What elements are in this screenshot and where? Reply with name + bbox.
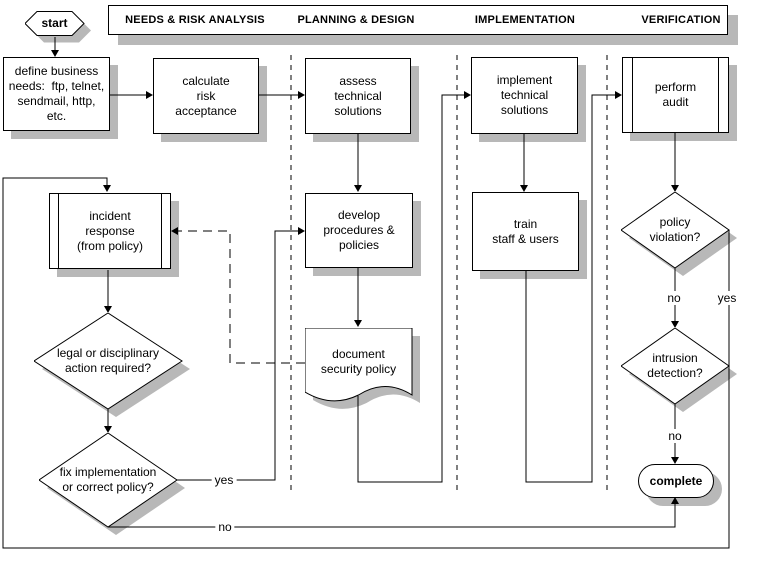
node-text-line: incident — [89, 208, 131, 223]
predefined-process-bar — [632, 58, 633, 132]
node-text-line: legal or disciplinary — [56, 346, 160, 360]
start-label: start — [41, 16, 68, 30]
phase-header-bar: NEEDS & RISK ANALYSIS PLANNING & DESIGN … — [108, 5, 728, 35]
node-start: start — [25, 11, 92, 44]
node-text-line: define business — [14, 64, 99, 78]
edge-label-policy-violation-no: no — [664, 291, 684, 305]
node-text-line: (from policy) — [76, 238, 143, 253]
start-hexagon-shape — [25, 11, 91, 43]
complete-label: complete — [649, 474, 703, 488]
node-text-line: etc. — [46, 109, 67, 123]
node-text-line: or correct policy? — [62, 480, 154, 494]
node-text-line: acceptance — [175, 103, 237, 118]
node-text-line: technical — [500, 88, 549, 102]
node-text-line: security policy — [320, 361, 397, 376]
node-define-business-needs: define business needs: ftp, telnet, send… — [3, 57, 110, 131]
node-text-line: response — [85, 223, 135, 238]
document-text: document security policy — [305, 328, 412, 395]
node-document-security-policy: document security policy — [305, 328, 421, 413]
node-perform-audit: perform audit — [622, 57, 729, 133]
node-text-line: staff & users — [492, 231, 559, 246]
node-text-line: policy — [659, 215, 691, 229]
decision-text: legal or disciplinary action required? — [34, 313, 182, 409]
predefined-process-bar — [718, 58, 719, 132]
node-fix-implementation-decision: fix implementation or correct policy? — [39, 433, 186, 536]
node-assess-technical-solutions: assess technical solutions — [305, 58, 411, 134]
edge-label-fix-no: no — [215, 520, 235, 534]
node-text-line: document — [332, 346, 385, 361]
node-intrusion-detection-decision: intrusion detection? — [621, 328, 738, 413]
decision-text: policy violation? — [621, 192, 729, 268]
node-implement-technical-solutions: implement technical solutions — [471, 57, 578, 134]
node-text-line: fix implementation — [59, 465, 157, 479]
phase-title-implementation: IMPLEMENTATION — [474, 14, 576, 26]
node-text-line: detection? — [647, 366, 703, 380]
node-develop-procedures-policies: develop procedures & policies — [305, 193, 413, 268]
node-text-line: procedures & — [323, 223, 395, 237]
node-text-line: sendmail, http, — [17, 94, 96, 108]
node-text-line: violation? — [649, 230, 701, 244]
node-policy-violation-decision: policy violation? — [621, 192, 738, 277]
decision-text: fix implementation or correct policy? — [39, 433, 177, 527]
predefined-process-bar — [58, 194, 59, 268]
edge-label-policy-violation-yes: yes — [714, 291, 740, 305]
policy-feedback-dashed-link — [178, 230, 305, 364]
node-incident-response: incident response (from policy) — [49, 193, 171, 269]
node-text-line: assess — [339, 73, 377, 88]
edge-label-fix-yes: yes — [211, 473, 237, 487]
node-text-line: perform — [654, 80, 697, 94]
phase-title-verification: VERIFICATION — [641, 14, 721, 26]
node-text-line: solutions — [500, 103, 549, 117]
node-calculate-risk-acceptance: calculate risk acceptance — [153, 58, 259, 134]
node-text-line: needs: ftp, telnet, — [8, 79, 105, 93]
node-text-line: implement — [496, 73, 553, 87]
phase-title-needs-risk-analysis: NEEDS & RISK ANALYSIS — [125, 14, 265, 26]
node-train-staff-users: train staff & users — [472, 192, 579, 271]
node-text-line: risk — [196, 88, 216, 103]
node-legal-disciplinary-decision: legal or disciplinary action required? — [34, 313, 191, 418]
node-text-line: calculate — [182, 73, 230, 88]
node-text-line: action required? — [64, 361, 152, 375]
decision-text: intrusion detection? — [621, 328, 729, 404]
node-text-line: develop — [337, 208, 381, 222]
phase-title-planning-design: PLANNING & DESIGN — [297, 14, 415, 26]
node-text-line: intrusion — [652, 351, 698, 365]
node-text-line: train — [513, 216, 538, 231]
node-text-line: policies — [338, 238, 380, 252]
node-text-line: solutions — [334, 103, 382, 118]
node-text-line: audit — [662, 95, 689, 109]
node-complete: complete — [638, 464, 714, 498]
node-text-line: technical — [334, 88, 382, 103]
edge-label-intrusion-no: no — [665, 429, 685, 443]
predefined-process-bar — [161, 194, 162, 268]
